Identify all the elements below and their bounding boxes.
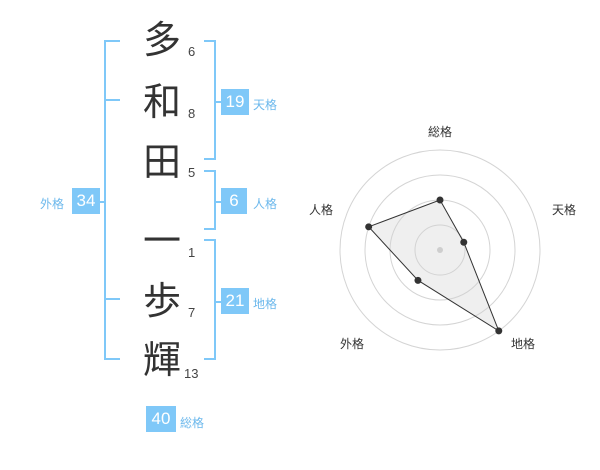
radar-point-4 xyxy=(414,276,422,284)
jinkaku-connector xyxy=(214,201,222,203)
radar-label-soukaku: 総格 xyxy=(428,125,453,139)
gaikaku-bracket-top xyxy=(104,40,120,42)
stroke-count-4: 1 xyxy=(188,245,196,260)
radar-ring xyxy=(339,149,541,351)
name-char-4: 一 xyxy=(142,219,181,263)
jinkaku-bracket-bottom xyxy=(204,228,216,230)
radar-point-1 xyxy=(436,196,444,204)
gaikaku-value-badge: 34 xyxy=(72,188,100,214)
jinkaku-bracket-top xyxy=(204,170,216,172)
gaikaku-bracket-bottom xyxy=(104,358,120,360)
chikaku-label: 地格 xyxy=(253,297,278,311)
chikaku-bracket-vertical xyxy=(214,239,216,360)
name-char-2: 和 xyxy=(142,80,181,124)
radar-ring xyxy=(364,174,516,326)
name-char-5: 歩 xyxy=(142,279,181,323)
stroke-count-2: 8 xyxy=(188,106,196,121)
radar-label-jinkaku: 人格 xyxy=(309,203,334,217)
radar-point-5 xyxy=(365,223,373,231)
name-char-3: 田 xyxy=(142,140,181,184)
tenkaku-bracket-top xyxy=(204,40,216,42)
radar-ring xyxy=(414,224,466,276)
radar-label-chikaku: 地格 xyxy=(511,337,536,351)
chikaku-bracket-top xyxy=(204,239,216,241)
tenkaku-bracket-vertical xyxy=(214,40,216,160)
soukaku-value-badge: 40 xyxy=(146,406,176,432)
jinkaku-value-badge: 6 xyxy=(221,188,247,214)
gaikaku-connector xyxy=(98,201,106,203)
name-char-1: 多 xyxy=(142,18,181,62)
stroke-count-5: 7 xyxy=(188,305,196,320)
radar-series-area xyxy=(367,199,500,333)
gaikaku-bracket-mid-1 xyxy=(104,99,120,101)
tenkaku-connector xyxy=(214,101,222,103)
chikaku-value-badge: 21 xyxy=(221,288,249,314)
radar-point-3 xyxy=(495,327,503,335)
gaikaku-bracket-vertical xyxy=(104,40,106,360)
stroke-count-6: 13 xyxy=(184,366,199,381)
name-char-6: 輝 xyxy=(142,338,181,382)
radar-label-gaikaku: 外格 xyxy=(340,337,365,351)
stroke-count-3: 5 xyxy=(188,165,196,180)
soukaku-label: 総格 xyxy=(180,416,205,430)
gaikaku-bracket-mid-2 xyxy=(104,298,120,300)
radar-point-2 xyxy=(460,238,468,246)
chikaku-connector xyxy=(214,301,222,303)
tenkaku-value-badge: 19 xyxy=(221,89,249,115)
gaikaku-label: 外格 xyxy=(40,197,65,211)
stroke-count-1: 6 xyxy=(188,44,196,59)
chikaku-bracket-bottom xyxy=(204,358,216,360)
tenkaku-label: 天格 xyxy=(253,98,278,112)
tenkaku-bracket-bottom xyxy=(204,158,216,160)
jinkaku-bracket-vertical xyxy=(214,170,216,230)
jinkaku-label: 人格 xyxy=(253,197,278,211)
radar-label-tenkaku: 天格 xyxy=(552,203,577,217)
radar-center xyxy=(437,247,443,253)
